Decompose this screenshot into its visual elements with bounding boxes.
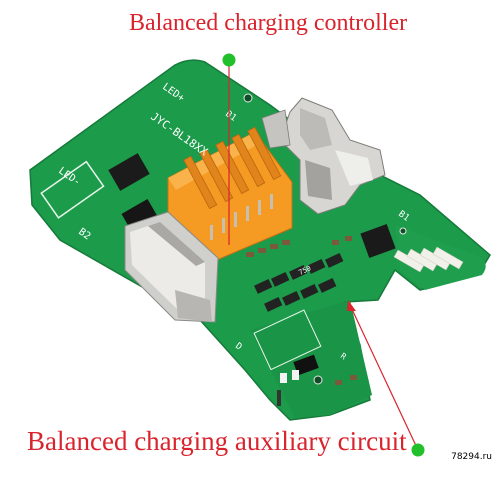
silk-r: R (339, 351, 348, 361)
watermark: 78294.ru (451, 452, 492, 462)
mosfet-chip-left (108, 153, 150, 191)
control-ic (293, 354, 319, 376)
mosfet-chip-right (360, 223, 396, 259)
marker-dot-top (222, 53, 236, 67)
pointer-line-bottom (349, 304, 419, 451)
pointer-arrowhead (347, 300, 356, 311)
annotation-top-label: Balanced charging controller (129, 10, 408, 36)
annotation-bottom-label: Balanced charging auxiliary circuit (27, 426, 407, 456)
metal-terminal-right (261, 97, 386, 215)
bottom-pin (277, 390, 281, 406)
metal-terminal-left (124, 211, 219, 323)
orange-connector (167, 126, 293, 263)
resistor-row (254, 252, 344, 312)
mount-hole-left (243, 93, 253, 103)
marker-dot-bottom (411, 443, 425, 457)
silk-d: D (233, 341, 243, 352)
gold-contacts (393, 246, 464, 273)
mount-hole-bottom (313, 375, 323, 385)
